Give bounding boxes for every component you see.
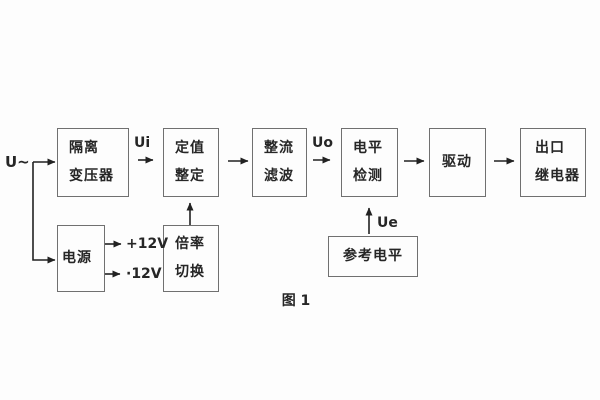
block-setpoint-adjust-line1: 定值 xyxy=(175,140,205,156)
signal-uo-label: Uo xyxy=(312,135,333,151)
signal-ue-label: Ue xyxy=(377,215,398,231)
block-ratio-switch: 倍率 切换 xyxy=(163,225,219,292)
block-power-supply: 电源 xyxy=(57,225,105,292)
block-setpoint-adjust: 定值 整定 xyxy=(163,128,219,197)
block-level-detector-line1: 电平 xyxy=(353,140,383,156)
block-reference-level: 参考电平 xyxy=(328,236,418,277)
block-isolation-transformer-line2: 变压器 xyxy=(69,168,114,184)
rail-minus12v-label: ·12V xyxy=(126,266,162,282)
block-reference-level-label: 参考电平 xyxy=(343,248,403,264)
block-rectifier-filter-line1: 整流 xyxy=(264,140,294,156)
block-ratio-switch-line1: 倍率 xyxy=(175,236,205,252)
rail-plus12v-label: +12V xyxy=(126,236,169,252)
block-isolation-transformer-line1: 隔离 xyxy=(69,140,99,156)
block-power-supply-label: 电源 xyxy=(62,250,92,266)
block-driver: 驱动 xyxy=(429,128,486,197)
block-output-relay-line2: 继电器 xyxy=(535,168,580,184)
figure-caption: 图 1 xyxy=(281,293,311,309)
input-source-label: U~ xyxy=(5,153,30,171)
block-output-relay-line1: 出口 xyxy=(535,140,565,156)
block-level-detector: 电平 检测 xyxy=(341,128,398,197)
block-output-relay: 出口 继电器 xyxy=(520,128,586,197)
block-level-detector-line2: 检测 xyxy=(353,168,383,184)
block-isolation-transformer: 隔离 变压器 xyxy=(57,128,129,197)
block-setpoint-adjust-line2: 整定 xyxy=(175,168,205,184)
block-driver-label: 驱动 xyxy=(442,154,472,170)
wire-input-branch-to-power-supply xyxy=(32,162,56,264)
block-rectifier-filter-line2: 滤波 xyxy=(264,168,294,184)
block-rectifier-filter: 整流 滤波 xyxy=(252,128,307,197)
signal-ui-label: Ui xyxy=(134,135,151,151)
block-ratio-switch-line2: 切换 xyxy=(175,264,205,280)
